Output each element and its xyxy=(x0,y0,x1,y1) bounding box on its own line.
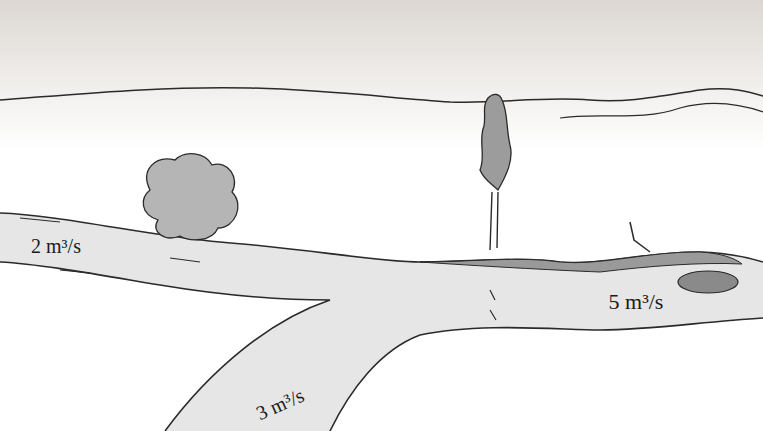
stick xyxy=(630,222,650,252)
river-water xyxy=(0,213,763,431)
water-stroke xyxy=(20,218,496,320)
figure-reflection xyxy=(490,192,498,250)
bank-grass xyxy=(420,252,742,272)
rock xyxy=(678,271,738,293)
river-bank xyxy=(330,318,763,431)
river-bank xyxy=(0,262,330,431)
hill-line xyxy=(0,88,763,103)
hill-line xyxy=(560,104,763,118)
flow-rate-label: 2 m³/s xyxy=(31,236,81,256)
tree xyxy=(143,154,238,240)
figure xyxy=(480,94,511,190)
flow-rate-label: 5 m³/s xyxy=(609,291,664,313)
